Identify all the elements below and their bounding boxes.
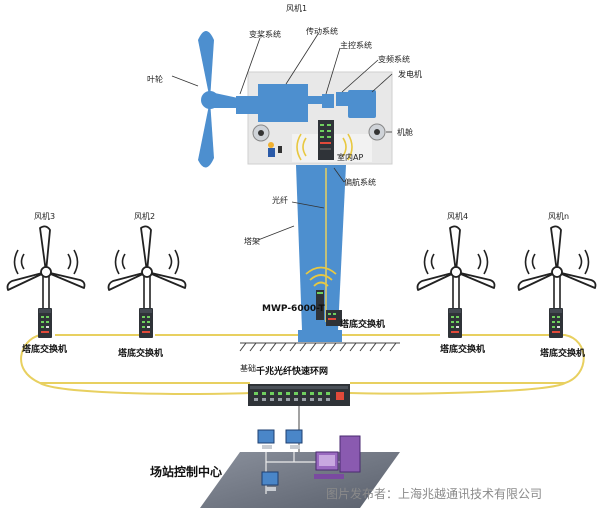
- server-workstation-icon: [314, 435, 361, 479]
- turbine-n: 风机n 塔底交换机: [517, 211, 597, 359]
- label-yaw: 偏航系统: [344, 177, 376, 187]
- label-fiber: 光纤: [272, 195, 288, 205]
- base-ap-icon: [316, 290, 324, 320]
- wifi-left-icon: [296, 133, 307, 161]
- label-blade: 叶轮: [147, 74, 163, 84]
- turbine-4-title: 风机4: [447, 211, 468, 221]
- watermark-text: 图片发布者：上海兆越通讯技术有限公司: [326, 486, 542, 501]
- blade-bottom: [198, 100, 214, 168]
- label-nacelle: 机舱: [397, 127, 413, 137]
- ground-hatch: [239, 342, 400, 352]
- generator: [348, 90, 376, 118]
- turbine-3-title: 风机3: [34, 211, 55, 221]
- turbine-4-switch-label: 塔底交换机: [440, 343, 485, 355]
- turbine-3-switch-label: 塔底交换机: [22, 343, 67, 355]
- turbine-2-switch-label: 塔底交换机: [118, 347, 163, 359]
- label-indoor-ap: 室内AP: [337, 152, 363, 162]
- turbine-2-title: 风机2: [134, 211, 155, 221]
- label-base-device: MWP-6000-T: [262, 304, 326, 314]
- main-turbine: 风机1: [147, 3, 422, 373]
- pc-icon-3: [261, 471, 279, 491]
- label-main-control: 主控系统: [340, 40, 372, 50]
- fiber-ring-network: [20, 334, 585, 384]
- tower: [296, 165, 346, 330]
- pc-icon-2: [285, 429, 303, 449]
- label-tower: 塔架: [244, 236, 260, 246]
- control-center-label: 场站控制中心: [150, 464, 222, 479]
- pc-icon-1: [257, 429, 275, 449]
- label-converter: 变频系统: [378, 54, 410, 64]
- cctv-left-icon: [252, 124, 270, 142]
- base-switch-icon: [326, 310, 342, 326]
- base-wifi-icon: [305, 266, 337, 287]
- cctv-right-icon: [368, 123, 386, 141]
- wifi-right-icon: [342, 133, 353, 161]
- drive-system: [258, 84, 308, 122]
- nacelle-switch-icon: [318, 120, 334, 160]
- pitch-system: [236, 96, 258, 114]
- blade-top: [198, 31, 214, 100]
- label-foundation: 基础: [240, 363, 256, 373]
- worker-icon: [268, 142, 282, 157]
- label-pitch: 变桨系统: [249, 29, 281, 39]
- label-drive: 传动系统: [306, 26, 338, 36]
- turbine-n-title: 风机n: [548, 211, 569, 221]
- main-control-system: [322, 94, 334, 108]
- ring-network-label: 千兆光纤快速环网: [256, 365, 328, 377]
- turbine-2: 风机2 塔底交换机: [107, 211, 187, 359]
- turbine-3: 风机3 塔底交换机: [6, 211, 86, 355]
- label-base-switch: 塔底交换机: [340, 318, 385, 330]
- main-turbine-title: 风机1: [286, 3, 307, 13]
- turbine-n-switch-label: 塔底交换机: [540, 347, 585, 359]
- core-switch-icon: [248, 384, 350, 406]
- converter-system: [336, 92, 348, 106]
- label-generator: 发电机: [398, 69, 422, 79]
- turbine-4: 风机4 塔底交换机: [416, 211, 496, 355]
